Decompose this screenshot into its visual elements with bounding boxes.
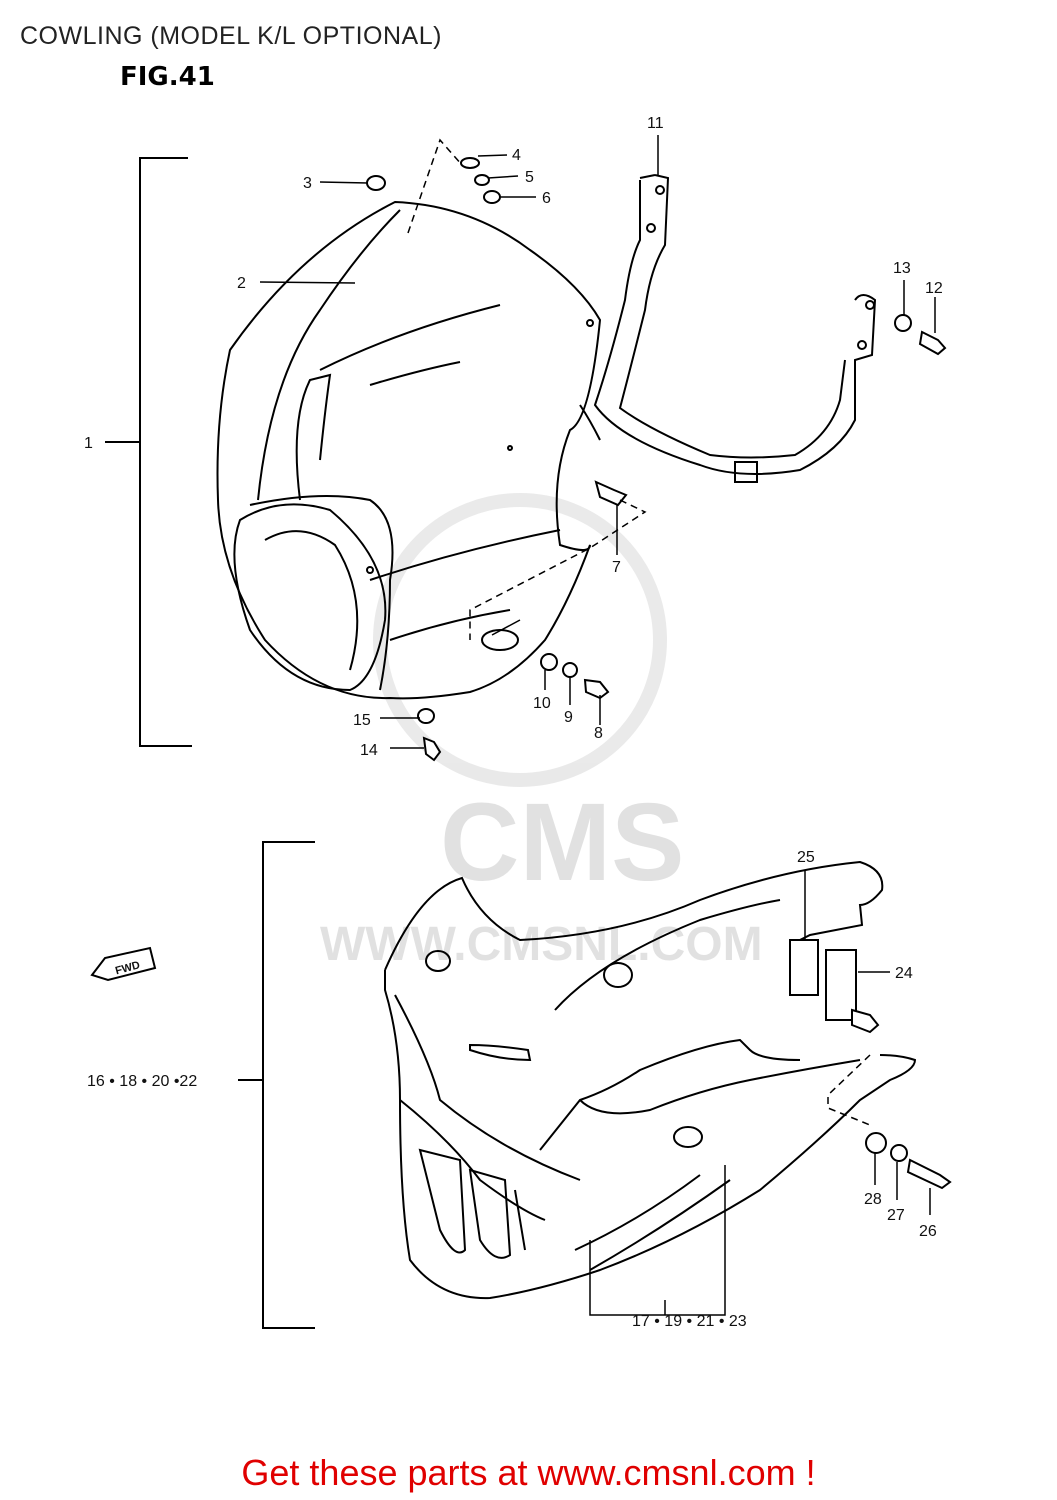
callout-4: 4 bbox=[512, 147, 521, 164]
watermark-url: WWW.CMSNL.COM bbox=[320, 918, 763, 971]
fasteners bbox=[366, 157, 952, 1190]
callout-13: 13 bbox=[893, 260, 911, 277]
callout-group-side: 17 • 19 • 21 • 23 bbox=[632, 1313, 747, 1330]
callout-11: 11 bbox=[647, 115, 664, 132]
callout-group-lower: 16 • 18 • 20 •22 bbox=[87, 1073, 197, 1090]
callout-25: 25 bbox=[797, 849, 815, 866]
fwd-arrow-icon: FWD bbox=[90, 946, 157, 982]
bracket-lower bbox=[238, 841, 315, 1329]
order-parts-link[interactable]: Get these parts at www.cmsnl.com ! bbox=[241, 1452, 816, 1493]
callout-27: 27 bbox=[887, 1207, 905, 1224]
callout-3: 3 bbox=[303, 175, 312, 192]
callout-10: 10 bbox=[533, 695, 551, 712]
bracket-upper bbox=[105, 157, 192, 747]
callout-15: 15 bbox=[353, 712, 371, 729]
watermark-logo: CMS WWW.CMSNL.COM bbox=[320, 493, 763, 971]
callout-26: 26 bbox=[919, 1223, 937, 1240]
parts-diagram: CMS WWW.CMSNL.COM bbox=[84, 115, 952, 1330]
callout-1: 1 bbox=[84, 435, 93, 452]
callout-24: 24 bbox=[895, 965, 913, 982]
callout-28: 28 bbox=[864, 1191, 882, 1208]
callout-numbers: 1 2 3 4 5 6 7 8 9 10 11 12 13 14 15 24 2… bbox=[84, 115, 943, 1330]
leader-lines bbox=[259, 135, 936, 1316]
callout-5: 5 bbox=[525, 169, 534, 186]
callout-2: 2 bbox=[237, 275, 246, 292]
callout-12: 12 bbox=[925, 280, 943, 297]
callout-6: 6 bbox=[542, 190, 551, 207]
dashed-guides bbox=[407, 138, 871, 1126]
callout-9: 9 bbox=[564, 709, 573, 726]
lower-cowling bbox=[384, 860, 917, 1300]
watermark-logo-text: CMS bbox=[440, 781, 684, 904]
diagram-title: COWLING (MODEL K/L OPTIONAL) bbox=[20, 22, 442, 50]
cowling-stay bbox=[579, 174, 877, 483]
figure-number: FIG.41 bbox=[120, 62, 215, 92]
upper-cowling bbox=[216, 200, 602, 700]
callout-8: 8 bbox=[594, 725, 603, 742]
callout-7: 7 bbox=[612, 559, 621, 576]
callout-14: 14 bbox=[360, 742, 378, 759]
